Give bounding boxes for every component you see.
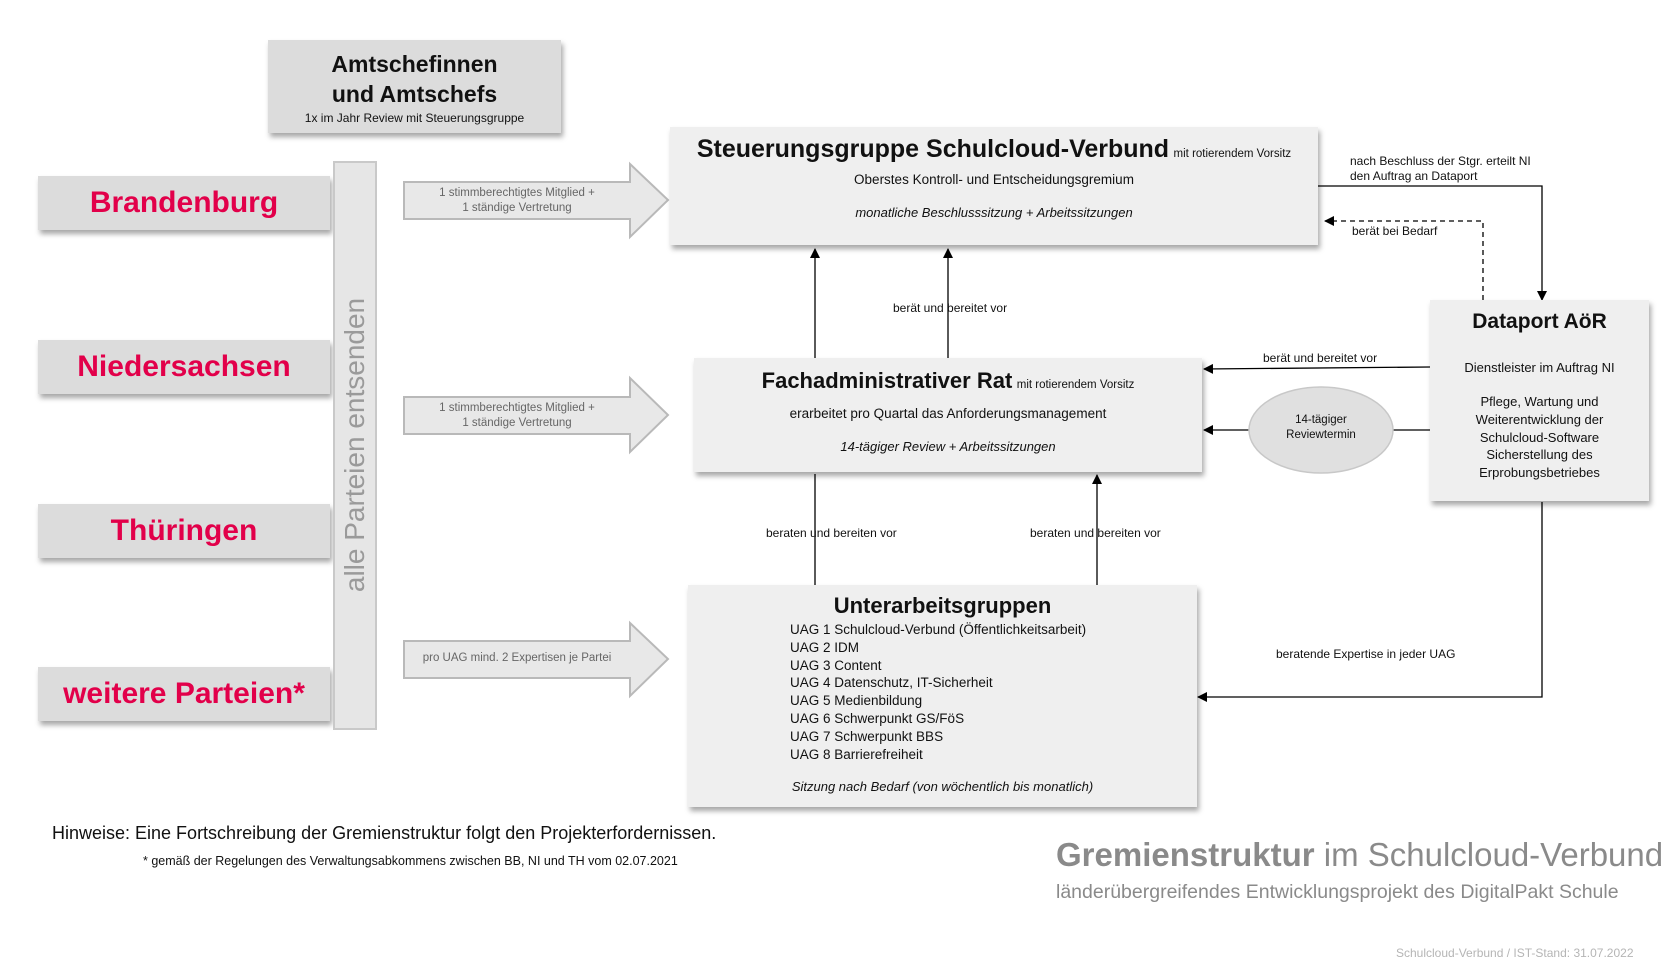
label-beraten-right: beraten und bereiten vor (1030, 526, 1161, 540)
review-oval-text: 14-tägiger Reviewtermin (1251, 413, 1391, 443)
vertical-label: alle Parteien entsenden (339, 297, 370, 593)
amtschefs-title-1: Amtschefinnen (331, 51, 498, 77)
line-dataport-steuerung-dashed (1324, 216, 1484, 300)
arrow-label-steuerung-1: 1 stimmberechtigtes Mitglied + (439, 187, 595, 199)
label-beschluss: nach Beschluss der Stgr. erteilt NI den … (1350, 154, 1531, 184)
uag-title: Unterarbeitsgruppen (833, 593, 1052, 618)
line-steuerung-dataport (1318, 185, 1547, 301)
uag-item: UAG 2 IDM (790, 639, 860, 655)
line-dataport-uag (1197, 502, 1543, 702)
hinweise-text: Hinweise: Eine Fortschreibung der Gremie… (52, 823, 717, 843)
uag-item: UAG 8 Barrierefreiheit (790, 746, 923, 762)
label-beraten-left: beraten und bereiten vor (766, 526, 897, 540)
arrow-label-fach-1: 1 stimmberechtigtes Mitglied + (439, 402, 595, 414)
dataport-title: Dataport AöR (1472, 310, 1607, 333)
footer-title-rest: im Schulcloud-Verbund (1314, 836, 1664, 873)
uag-item: UAG 5 Medienbildung (790, 693, 923, 709)
review-oval (1248, 386, 1394, 474)
dataport-line1: Dienstleister im Auftrag NI (1464, 360, 1615, 375)
footnote-text: * gemäß der Regelungen des Verwaltungsab… (143, 854, 678, 868)
dataport-line: Weiterentwicklung der (1475, 411, 1604, 427)
arrow-label-fach-2: 1 ständige Vertretung (462, 417, 572, 429)
block-arrow-uag (403, 620, 670, 699)
fach-box: Fachadministrativer Rat mit rotierendem … (694, 358, 1202, 472)
footer-title-bold: Gremienstruktur (1056, 836, 1315, 873)
dataport-line: Sicherstellung des (1486, 447, 1593, 463)
label-beschluss-1: nach Beschluss der Stgr. erteilt NI (1350, 154, 1531, 168)
uag-item: UAG 7 Schwerpunkt BBS (790, 728, 944, 744)
uag-item: UAG 6 Schwerpunkt GS/FöS (790, 710, 965, 726)
steuerung-title: Steuerungsgruppe Schulcloud-Verbund (696, 135, 1170, 163)
arrow-label-steuerung-2: 1 ständige Vertretung (462, 202, 572, 214)
dataport-line: Pflege, Wartung und (1480, 394, 1599, 409)
line-dataport-fach (1203, 363, 1431, 374)
steuerung-desc: Oberstes Kontroll- und Entscheidungsgrem… (854, 172, 1134, 187)
review-oval-line-1: 14-tägiger (1295, 414, 1347, 426)
fach-desc: erarbeitet pro Quartal das Anforderungsm… (789, 406, 1107, 421)
dataport-line: Erprobungsbetriebes (1479, 465, 1600, 481)
vertical-bar (333, 161, 377, 730)
uag-item: UAG 4 Datenschutz, IT-Sicherheit (790, 675, 993, 691)
dataport-lines: Pflege, Wartung und Weiterentwicklung de… (1430, 393, 1649, 482)
arrow-label-steuerung: 1 stimmberechtigtes Mitglied + 1 ständig… (404, 186, 630, 216)
uag-box: Unterarbeitsgruppen UAG 1 Schulcloud-Ver… (688, 585, 1197, 807)
footer-title: Gremienstruktur im Schulcloud-Verbund (1056, 836, 1663, 874)
amtschefs-subtitle: 1x im Jahr Review mit Steuerungsgruppe (304, 111, 525, 125)
amtschefs-box: Amtschefinnen und Amtschefs 1x im Jahr R… (268, 40, 561, 133)
block-arrow-fach (403, 375, 670, 455)
footer-subtitle: länderübergreifendes Entwicklungsprojekt… (1056, 881, 1619, 903)
arrow-label-uag: pro UAG mind. 2 Expertisen je Partei (422, 652, 612, 664)
footer-stand: Schulcloud-Verbund / IST-Stand: 31.07.20… (1396, 946, 1634, 960)
amtschefs-title-2: und Amtschefs (331, 81, 498, 107)
fach-meeting: 14-tägiger Review + Arbeitssitzungen (840, 439, 1056, 454)
fach-title: Fachadministrativer Rat (761, 368, 1013, 393)
label-beraet-bedarf: berät bei Bedarf (1352, 224, 1438, 238)
block-arrow-steuerung (403, 161, 670, 240)
steuerung-suffix: mit rotierendem Vorsitz (1173, 148, 1292, 160)
uag-item: UAG 1 Schulcloud-Verbund (Öffentlichkeit… (790, 622, 1087, 637)
uag-item: UAG 3 Content (790, 657, 882, 673)
party-brandenburg: Brandenburg (38, 176, 330, 230)
dataport-line: Schulcloud-Software (1479, 429, 1600, 445)
label-expertise: beratende Expertise in jeder UAG (1276, 647, 1456, 661)
steuerung-meeting: monatliche Beschlusssitzung + Arbeitssit… (855, 205, 1133, 220)
label-beschluss-2: den Auftrag an Dataport (1350, 169, 1478, 183)
dataport-box: Dataport AöR Dienstleister im Auftrag NI… (1430, 300, 1649, 501)
steuerung-box: Steuerungsgruppe Schulcloud-Verbund mit … (670, 127, 1318, 245)
review-oval-line-2: Reviewtermin (1286, 429, 1356, 441)
uag-meeting: Sitzung nach Bedarf (von wöchentlich bis… (791, 779, 1094, 795)
label-beraet-vor-top: berät und bereitet vor (893, 301, 1008, 315)
arrow-label-fach: 1 stimmberechtigtes Mitglied + 1 ständig… (404, 401, 630, 431)
party-weitere: weitere Parteien* (38, 667, 330, 721)
uag-list: UAG 1 Schulcloud-Verbund (Öffentlichkeit… (790, 621, 1197, 763)
fach-suffix: mit rotierendem Vorsitz (1016, 379, 1135, 391)
party-niedersachsen: Niedersachsen (38, 340, 330, 394)
label-beraet-vor-dataport: berät und bereitet vor (1263, 351, 1378, 365)
party-thueringen: Thüringen (38, 504, 330, 558)
